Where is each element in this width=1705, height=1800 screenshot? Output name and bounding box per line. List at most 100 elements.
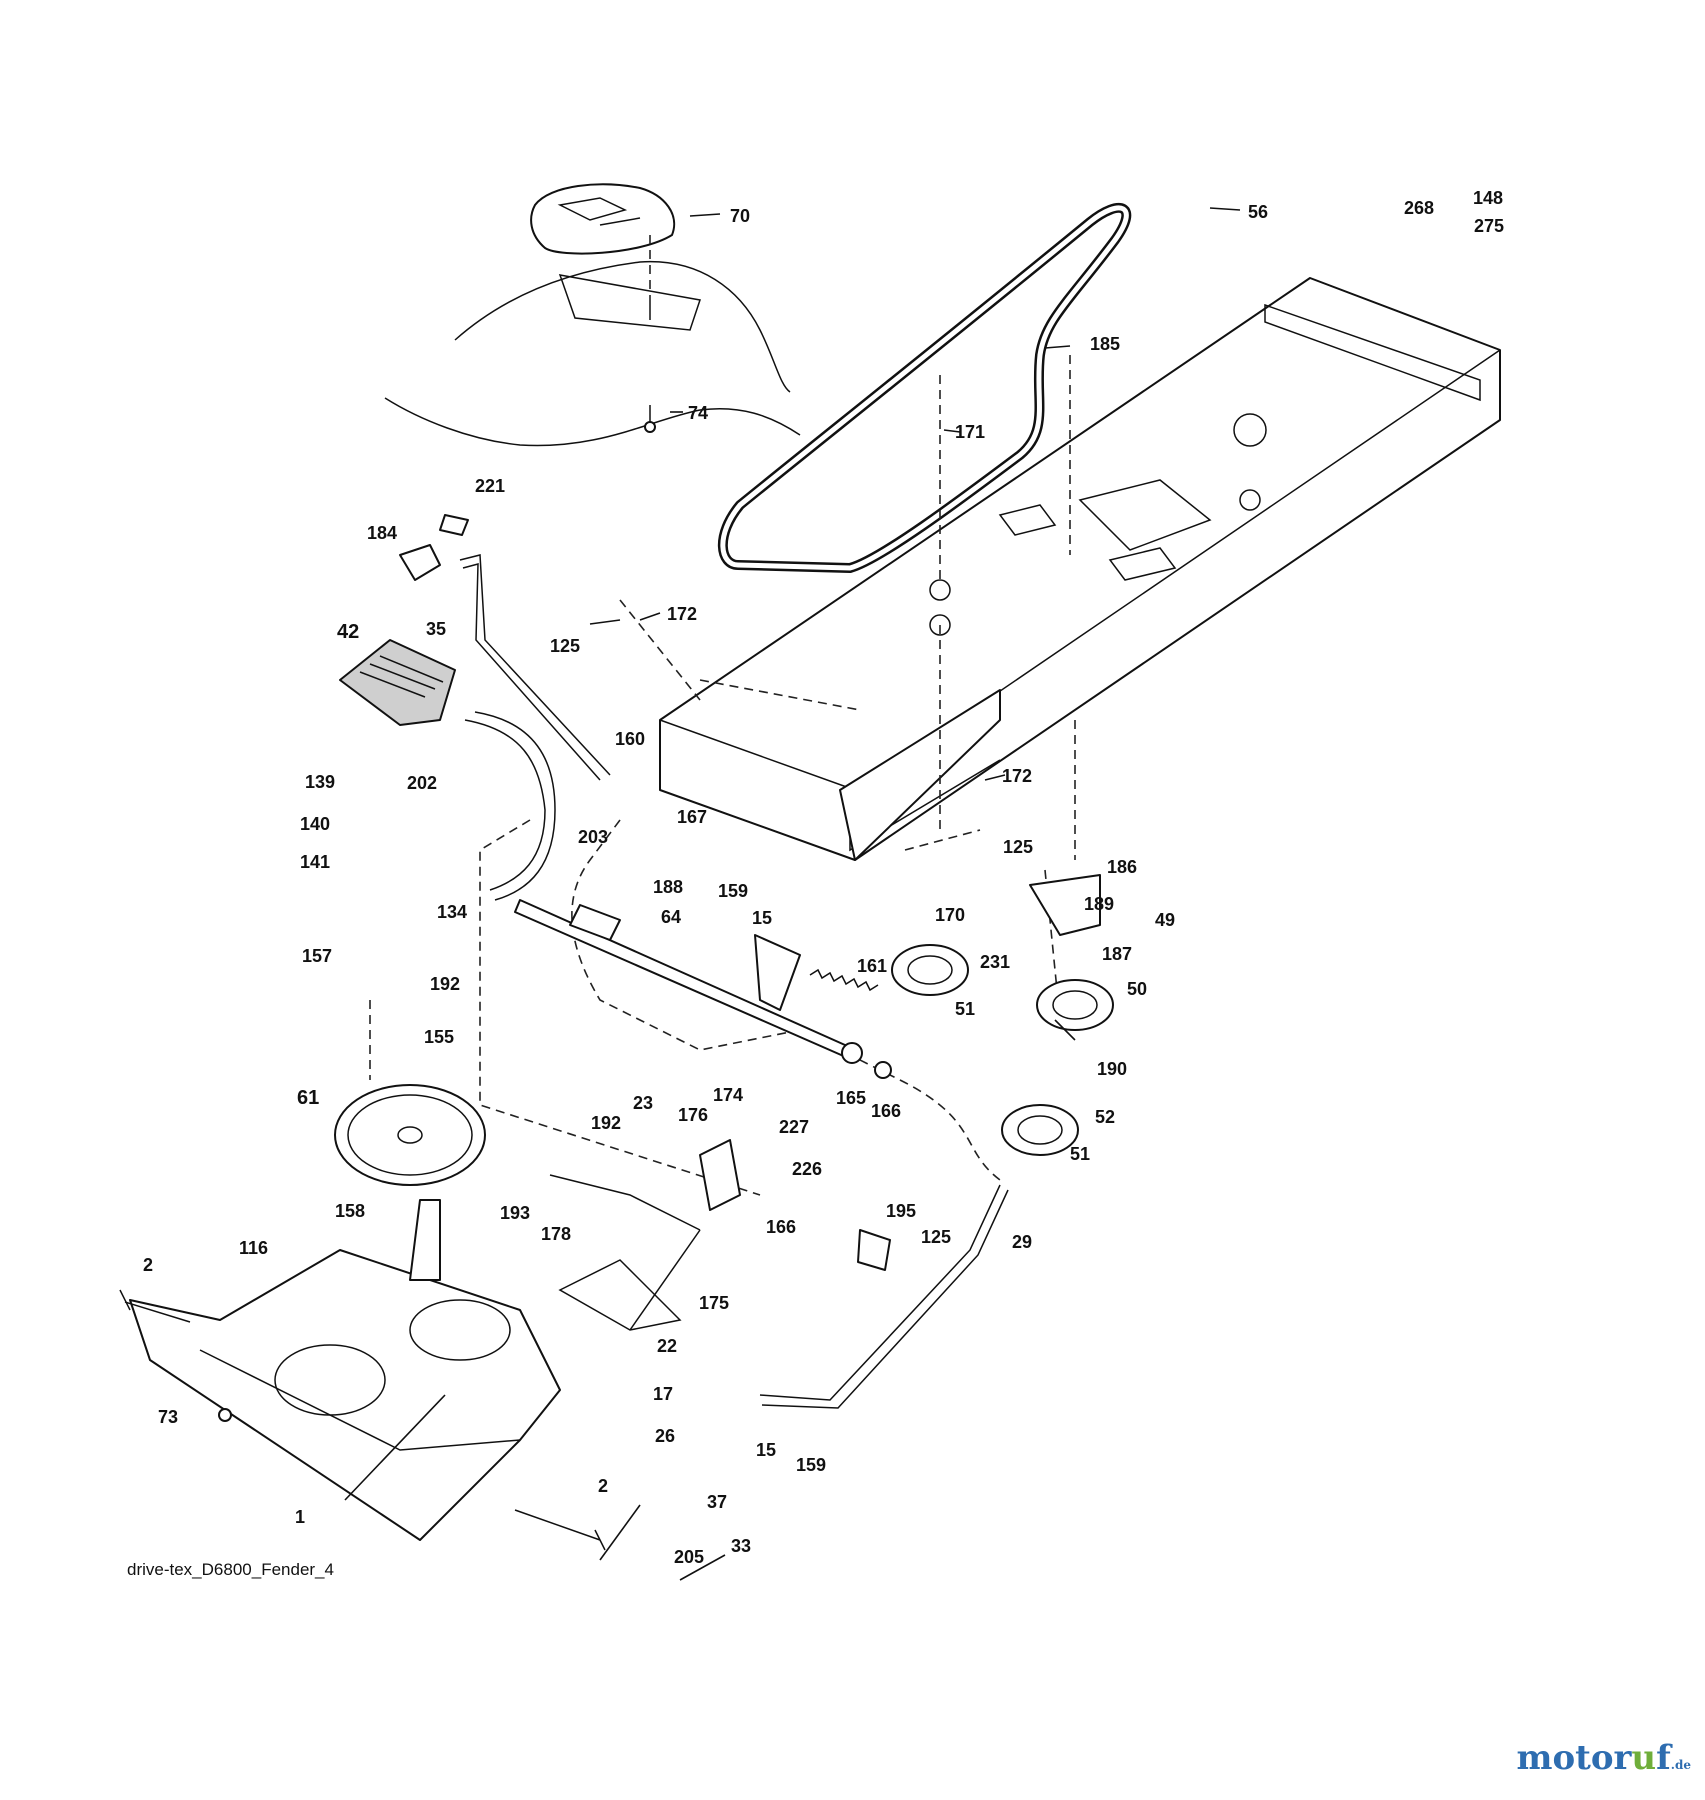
callout-205: 205 <box>674 1547 704 1567</box>
pulleys <box>334 874 1114 1186</box>
idler-pulley-50 <box>1036 979 1114 1031</box>
callout-158: 158 <box>335 1201 365 1221</box>
transmission-1 <box>119 1199 606 1551</box>
callout-172-upper: 172 <box>667 604 697 624</box>
callout-33: 33 <box>731 1536 751 1556</box>
callout-166-upper: 166 <box>871 1101 901 1121</box>
callout-61: 61 <box>297 1087 319 1109</box>
callout-160: 160 <box>615 729 645 749</box>
drive-belt-56 <box>717 202 1132 573</box>
callout-174: 174 <box>713 1085 743 1105</box>
callout-139: 139 <box>305 772 335 792</box>
watermark-brand-o: u <box>1631 1738 1657 1778</box>
spring-161 <box>809 968 879 992</box>
callout-175: 175 <box>699 1293 729 1313</box>
callout-116: 116 <box>239 1238 268 1258</box>
fender-console-70 <box>530 183 676 255</box>
watermark-brand-part1: motor <box>1516 1738 1632 1778</box>
callout-221: 221 <box>475 476 505 496</box>
callout-17: 17 <box>653 1384 673 1404</box>
callout-148: 148 <box>1473 188 1503 208</box>
callout-159-upper: 159 <box>718 881 748 901</box>
callout-1: 1 <box>295 1507 305 1527</box>
pivot-shaft-64 <box>514 899 892 1079</box>
callout-labels: 70 56 268 148 275 185 74 171 221 184 35 … <box>143 188 1504 1567</box>
watermark-brand-part2: f <box>1656 1738 1671 1778</box>
callout-140: 140 <box>300 814 330 834</box>
callout-125-mid: 125 <box>1003 837 1033 857</box>
callout-73: 73 <box>158 1407 178 1427</box>
shift-brackets <box>549 1139 891 1331</box>
callout-195: 195 <box>886 1201 916 1221</box>
callout-192-right: 192 <box>591 1113 621 1133</box>
callout-159-lower: 159 <box>796 1455 826 1475</box>
callout-2-lower: 2 <box>598 1476 608 1496</box>
watermark-tld: .de <box>1670 1758 1691 1772</box>
callout-189: 189 <box>1084 894 1114 914</box>
callout-202: 202 <box>407 773 437 793</box>
callout-37: 37 <box>707 1492 727 1512</box>
callout-15-upper: 15 <box>752 908 772 928</box>
callout-56: 56 <box>1248 202 1268 222</box>
callout-190: 190 <box>1097 1059 1127 1079</box>
callout-141: 141 <box>300 852 330 872</box>
callout-178: 178 <box>541 1224 571 1244</box>
callout-51-a: 51 <box>955 999 975 1019</box>
callout-29: 29 <box>1012 1232 1032 1252</box>
callout-268: 268 <box>1404 198 1434 218</box>
clip-221 <box>439 514 469 536</box>
idler-pulley-52 <box>1001 1104 1079 1156</box>
callout-51-b: 51 <box>1070 1144 1090 1164</box>
main-frame <box>659 277 1501 861</box>
callout-161: 161 <box>857 956 887 976</box>
callout-172-lower: 172 <box>1002 766 1032 786</box>
callout-170: 170 <box>935 905 965 925</box>
callout-125-lower: 125 <box>921 1227 951 1247</box>
callout-176: 176 <box>678 1105 708 1125</box>
callout-192-left: 192 <box>430 974 460 994</box>
callout-167: 167 <box>677 807 707 827</box>
fender-screw-74 <box>644 421 656 433</box>
callout-52: 52 <box>1095 1107 1115 1127</box>
callout-188: 188 <box>653 877 683 897</box>
callout-187: 187 <box>1102 944 1132 964</box>
pedal-pad-42 <box>339 639 456 726</box>
callout-171: 171 <box>955 422 985 442</box>
pedal-linkage <box>339 514 611 901</box>
watermark-logo: motoruf.de <box>1516 1738 1691 1778</box>
callout-155: 155 <box>424 1027 454 1047</box>
callout-74: 74 <box>688 403 708 423</box>
callout-15-lower: 15 <box>756 1440 776 1460</box>
fender-assembly <box>384 183 801 447</box>
assembly-guides <box>369 235 1076 1196</box>
callout-26: 26 <box>655 1426 675 1446</box>
callout-134: 134 <box>437 902 467 922</box>
callout-70: 70 <box>730 206 750 226</box>
knob-184 <box>399 544 441 581</box>
callout-23: 23 <box>633 1093 653 1113</box>
callout-157: 157 <box>302 946 332 966</box>
shift-rod-29 <box>759 1184 1009 1409</box>
callout-226: 226 <box>792 1159 822 1179</box>
callout-193: 193 <box>500 1203 530 1223</box>
callout-275: 275 <box>1474 216 1504 236</box>
transmission-pulley-61 <box>334 1084 486 1186</box>
callout-125-upper: 125 <box>550 636 580 656</box>
callout-50: 50 <box>1127 979 1147 999</box>
callout-35: 35 <box>426 619 446 639</box>
callout-184: 184 <box>367 523 397 543</box>
callout-203: 203 <box>578 827 608 847</box>
callout-42: 42 <box>337 621 359 643</box>
callout-186: 186 <box>1107 857 1137 877</box>
callout-49: 49 <box>1155 910 1175 930</box>
callout-185: 185 <box>1090 334 1120 354</box>
callout-165: 165 <box>836 1088 866 1108</box>
callout-231: 231 <box>980 952 1010 972</box>
callout-leaders <box>344 207 1241 1581</box>
callout-2-upper: 2 <box>143 1255 153 1275</box>
idler-pulley-231 <box>891 944 969 996</box>
callout-64: 64 <box>661 907 681 927</box>
callout-227: 227 <box>779 1117 809 1137</box>
